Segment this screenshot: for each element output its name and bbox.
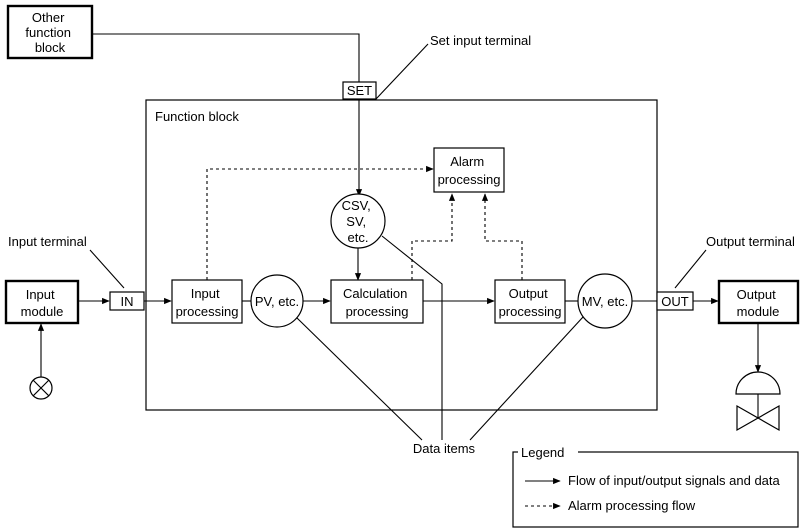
alarm-processing-box [433, 147, 505, 193]
output-processing-label: Output processing [499, 286, 562, 319]
input-processing-box [171, 279, 243, 324]
calculation-processing-label: Calculation processing [343, 286, 411, 319]
function-block-label: Function block [155, 109, 239, 124]
alarm-flow-from-output-processing [481, 193, 523, 280]
input-terminal-leader [89, 249, 125, 289]
set-terminal-label: SET [347, 83, 372, 98]
legend-box [512, 451, 799, 528]
leader-csv-to-data-items [381, 235, 443, 440]
input-terminal-label: Input terminal [8, 234, 87, 249]
leader-mv-to-data-items [469, 316, 584, 441]
alarm-processing-label: Alarm processing [438, 154, 501, 187]
alarm-flow-from-input-processing [206, 165, 434, 280]
data-items-label: Data items [413, 441, 476, 456]
set-input-terminal-leader [375, 43, 429, 100]
mv-label: MV, etc. [582, 294, 628, 309]
other-function-block-label: Other function block [25, 10, 74, 55]
valve-body-icon [736, 404, 780, 432]
function-block-frame [145, 99, 658, 411]
output-module-label: Output module [737, 287, 780, 319]
input-module-box [4, 279, 80, 325]
in-terminal-label: IN [121, 294, 134, 309]
sensor-cross [32, 379, 50, 397]
input-module-label: Input module [21, 287, 64, 319]
output-terminal-label: Output terminal [706, 234, 795, 249]
legend-dashed-label: Alarm processing flow [568, 498, 696, 513]
legend-title: Legend [521, 445, 564, 460]
leader-pv-to-data-items [296, 317, 423, 441]
other-block-to-set-line [92, 33, 360, 82]
legend-solid-label: Flow of input/output signals and data [568, 473, 781, 488]
other-function-block-box [6, 4, 94, 60]
output-processing-box [494, 279, 566, 324]
output-terminal-leader [674, 249, 707, 289]
set-input-terminal-label: Set input terminal [430, 33, 531, 48]
pv-label: PV, etc. [255, 294, 299, 309]
output-module-box [717, 279, 800, 325]
input-processing-label: Input processing [176, 286, 239, 319]
csv-sv-label: CSV, SV, etc. [342, 198, 375, 245]
legend-title-bg [518, 445, 578, 459]
valve-actuator-icon [735, 371, 781, 395]
out-terminal-label: OUT [661, 294, 689, 309]
calculation-processing-box [330, 279, 424, 324]
